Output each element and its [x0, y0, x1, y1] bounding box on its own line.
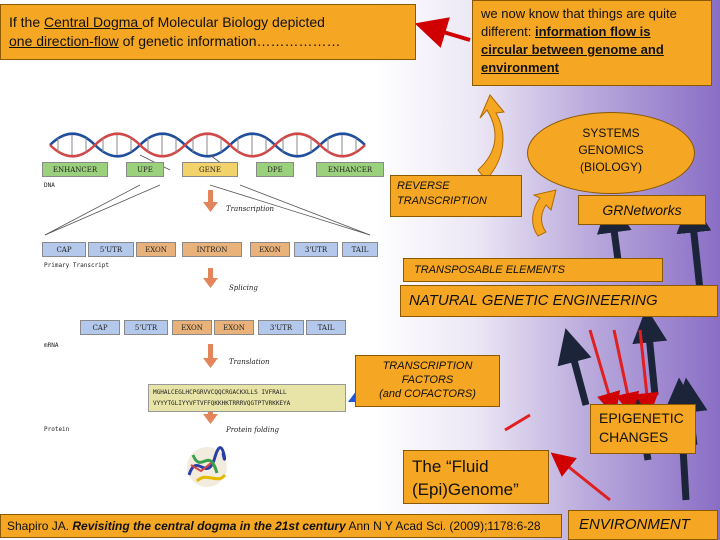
transcription-factors-line3: (and COFACTORS): [379, 388, 476, 400]
mrna-tail-box: TAIL: [306, 320, 346, 335]
red-arrow-icon: [550, 452, 611, 502]
central-dogma-line1: If the Central Dogma of Molecular Biolog…: [9, 13, 407, 32]
dna-label: DNA: [44, 182, 55, 189]
mrna-exon-box: EXON: [214, 320, 254, 335]
environment-label: ENVIRONMENT: [579, 516, 690, 533]
dogma-down-arrows: [203, 190, 218, 424]
citation-title: Revisiting the central dogma in the 21st…: [72, 519, 346, 533]
protein-sequence-line1: MGHALCEGLHCPGRVVCQQCRGACKXLLS IVFRALL: [153, 389, 287, 396]
red-arrow-icon: [634, 329, 659, 417]
transcription-factors-box: TRANSCRIPTION FACTORS (and COFACTORS): [355, 355, 500, 407]
protein-sequence-line2: VYYYTGLIYYVFTVFFQKKHKTRRRVQGTPTVRKKEYA: [153, 400, 291, 407]
primary-tail-box: TAIL: [342, 242, 378, 257]
central-dogma-text: If the: [9, 14, 45, 30]
dna-dpe-box: DPE: [256, 162, 294, 177]
reverse-transcription-line2: TRANSCRIPTION: [397, 195, 487, 207]
citation-journal: Ann N Y Acad Sci. (2009);1178:6-28: [345, 519, 541, 533]
citation-author: Shapiro JA.: [7, 519, 73, 533]
transposable-elements-label: TRANSPOSABLE ELEMENTS: [414, 264, 565, 276]
dna-gene-box: GENE: [182, 162, 238, 177]
dna-enhancer-box: ENHANCER: [42, 162, 108, 177]
systems-genomics-ellipse: SYSTEMS GENOMICS (BIOLOGY): [527, 112, 695, 194]
transcription-factors-line1: TRANSCRIPTION: [382, 360, 473, 372]
reverse-transcription-box: REVERSE TRANSCRIPTION: [390, 175, 522, 217]
circular-flow-box: we now know that things are quite differ…: [472, 0, 712, 86]
circular-flow-line1: we now know that things are quite: [481, 6, 677, 21]
one-direction-flow-text: one direction-flow: [9, 33, 119, 49]
fluid-genome-line2: (Epi)Genome”: [412, 480, 519, 499]
circular-flow-line2: different: information flow is: [481, 23, 703, 41]
genetic-information-text: of genetic information………………: [118, 33, 341, 49]
citation-box: Shapiro JA. Revisiting the central dogma…: [0, 514, 562, 538]
primary-5utr-box: 5'UTR: [88, 242, 134, 257]
natural-genetic-engineering-box: NATURAL GENETIC ENGINEERING: [400, 285, 718, 317]
folded-protein-icon: [187, 446, 227, 487]
dna-upe-box: UPE: [126, 162, 164, 177]
up-arrow-icon: [676, 197, 712, 291]
central-dogma-link[interactable]: Central Dogma: [44, 14, 143, 30]
mrna-label: mRNA: [44, 342, 59, 349]
systems-genomics-line2: GENOMICS: [578, 143, 644, 157]
splicing-step-label: Splicing: [229, 284, 258, 292]
red-arrow-icon: [504, 413, 531, 432]
central-dogma-line2: one direction-flow of genetic informatio…: [9, 32, 407, 51]
primary-intron-box: INTRON: [182, 242, 242, 257]
translation-step-label: Translation: [229, 358, 270, 366]
mrna-5utr-box: 5'UTR: [124, 320, 168, 335]
reverse-transcription-line1: REVERSE: [397, 180, 450, 192]
primary-cap-box: CAP: [42, 242, 86, 257]
natural-genetic-engineering-label: NATURAL GENETIC ENGINEERING: [409, 292, 658, 309]
central-dogma-box: If the Central Dogma of Molecular Biolog…: [0, 4, 416, 60]
circular-flow-line3: circular between genome and: [481, 42, 664, 57]
protein-label: Protein: [44, 426, 70, 433]
transcription-step-label: Transcription: [226, 205, 275, 213]
connector-lines: [44, 154, 371, 236]
primary-exon-box: EXON: [250, 242, 290, 257]
systems-genomics-line1: SYSTEMS: [582, 126, 640, 140]
up-arrow-icon: [557, 328, 592, 406]
curved-arrow-up-right-icon: [532, 189, 557, 237]
primary-exon-box: EXON: [136, 242, 176, 257]
dna-enhancer-box: ENHANCER: [316, 162, 384, 177]
epigenetic-line1: EPIGENETIC: [599, 410, 684, 426]
environment-box: ENVIRONMENT: [568, 510, 718, 540]
central-dogma-text-cont: of Molecular Biology depicted: [142, 14, 325, 30]
red-arrow-icon: [414, 17, 471, 48]
fluid-genome-line1: The “Fluid: [412, 457, 489, 476]
mrna-exon-box: EXON: [172, 320, 212, 335]
red-arrow-icon: [588, 329, 621, 417]
grnetworks-box: GRNetworks: [578, 195, 706, 225]
fluid-genome-box: The “Fluid (Epi)Genome”: [403, 450, 549, 504]
circular-flow-line2b: information flow is: [534, 24, 651, 39]
circular-flow-line4: environment: [481, 60, 560, 75]
red-arrow-icon: [612, 329, 640, 417]
primary-3utr-box: 3'UTR: [294, 242, 338, 257]
mrna-cap-box: CAP: [80, 320, 120, 335]
up-arrow-icon: [632, 307, 668, 396]
transcription-factors-line2: FACTORS: [401, 374, 454, 386]
systems-genomics-line3: (BIOLOGY): [579, 160, 642, 174]
transposable-elements-box: TRANSPOSABLE ELEMENTS: [403, 258, 663, 282]
circular-flow-line2a: different:: [481, 24, 535, 39]
protein-sequence-box: MGHALCEGLHCPGRVVCQQCRGACKXLLS IVFRALL VY…: [148, 384, 346, 412]
epigenetic-line2: CHANGES: [599, 429, 669, 445]
grnetworks-label: GRNetworks: [602, 202, 682, 218]
primary-transcript-label: Primary Transcript: [44, 262, 110, 269]
dna-helix-icon: [49, 132, 366, 158]
protein-folding-step-label: Protein folding: [226, 426, 279, 434]
epigenetic-changes-box: EPIGENETIC CHANGES: [590, 404, 696, 454]
mrna-3utr-box: 3'UTR: [258, 320, 304, 335]
curved-arrow-up-left-icon: [477, 94, 505, 181]
